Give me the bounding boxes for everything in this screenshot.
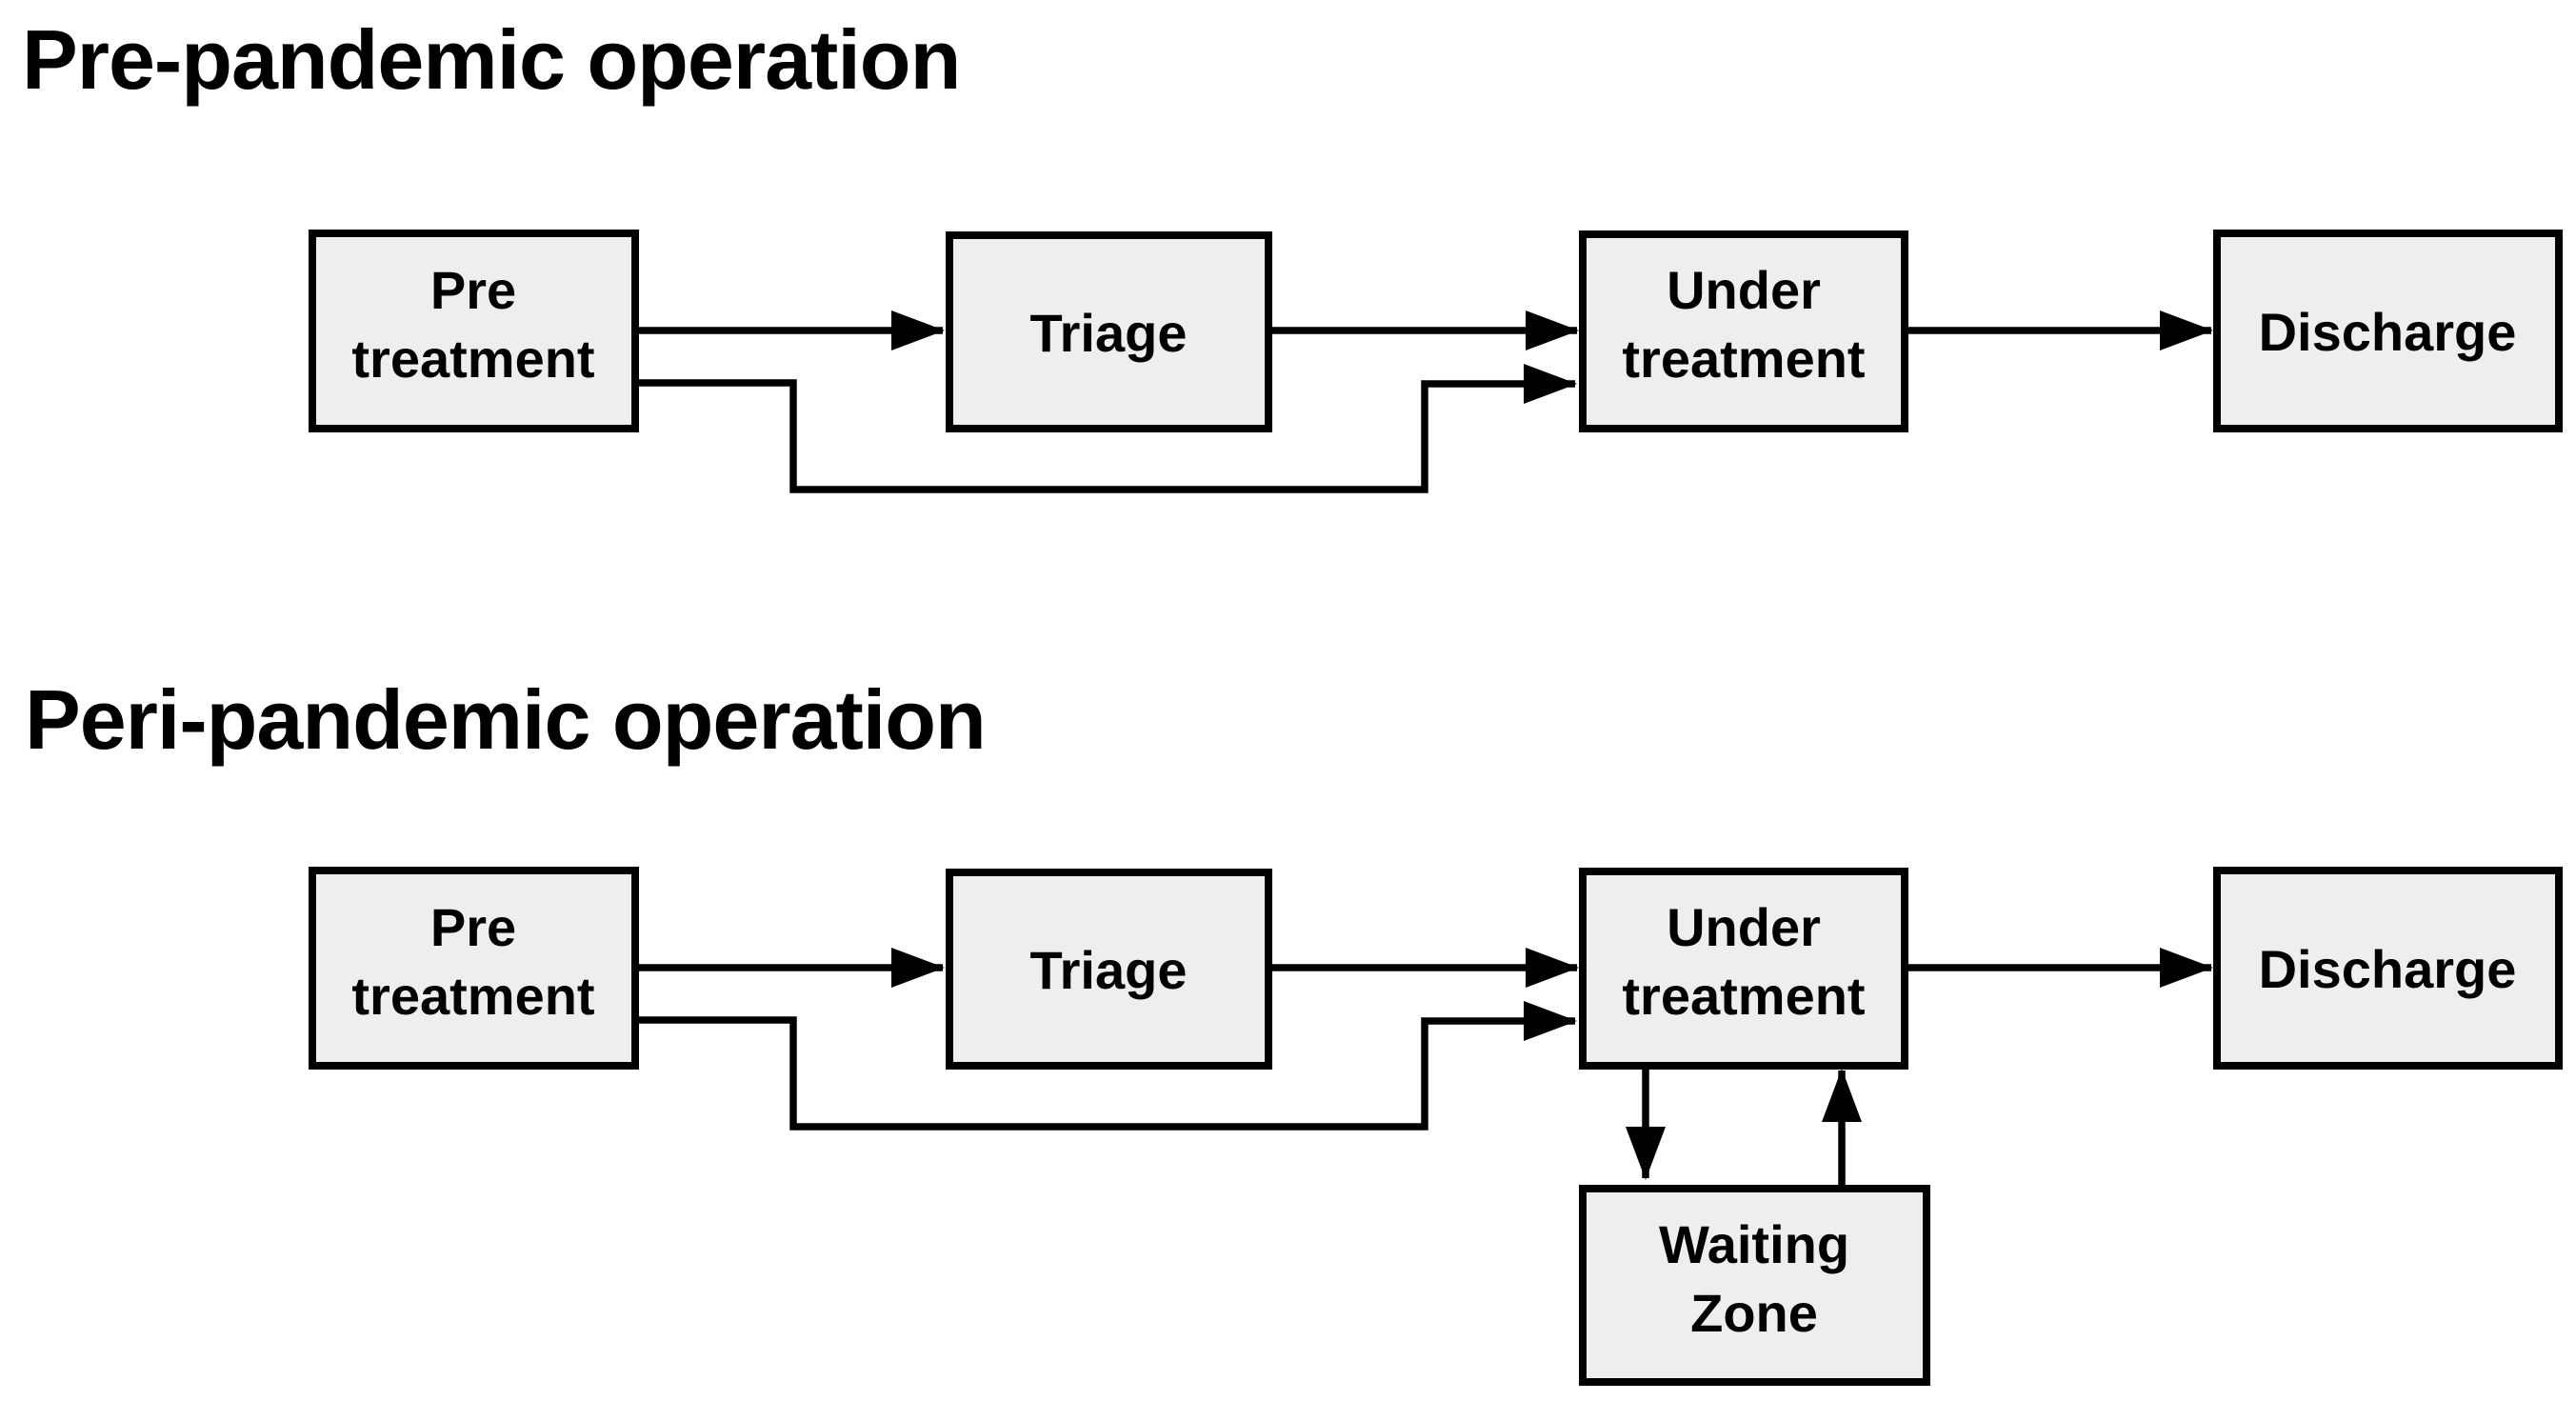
node-under-treatment-s2-label-line2: treatment (1622, 966, 1865, 1026)
node-pre-treatment-s1-label-line1: Pre (430, 260, 516, 320)
node-under-treatment-s2-box (1579, 868, 1908, 1070)
node-under-treatment-s1: Under treatment (1579, 230, 1908, 432)
node-waiting-zone: Waiting Zone (1579, 1185, 1930, 1386)
node-under-treatment-s1-label-line1: Under (1667, 260, 1821, 320)
node-pre-treatment-s2-label-line1: Pre (430, 897, 516, 957)
node-pre-treatment-s1-box (309, 230, 639, 432)
node-discharge-s2-box (2213, 867, 2563, 1070)
node-triage-s1-box (946, 231, 1272, 432)
section-title-peri-pandemic: Peri-pandemic operation (25, 672, 986, 767)
node-discharge-s1: Discharge (2213, 230, 2563, 432)
node-triage-s2-box (946, 869, 1272, 1070)
section-title-pre-pandemic: Pre-pandemic operation (22, 12, 960, 107)
node-discharge-s2-label: Discharge (2259, 939, 2517, 999)
node-pre-treatment-s1: Pre treatment (309, 230, 639, 432)
arrow-pretreatment-bypass-to-undertreatment-s2 (635, 1001, 1577, 1131)
node-triage-s2: Triage (946, 869, 1272, 1070)
node-pre-treatment-s2: Pre treatment (309, 867, 639, 1070)
node-under-treatment-s2: Under treatment (1579, 868, 1908, 1070)
node-under-treatment-s2-label-line1: Under (1667, 897, 1821, 957)
node-under-treatment-s1-label-line2: treatment (1622, 329, 1865, 389)
node-pre-treatment-s2-label-line2: treatment (351, 966, 594, 1026)
node-discharge-s2: Discharge (2213, 867, 2563, 1070)
node-pre-treatment-s1-label-line2: treatment (351, 329, 594, 389)
arrow-pretreatment-bypass-to-undertreatment-s1 (635, 364, 1577, 493)
node-discharge-s1-label: Discharge (2259, 302, 2517, 362)
node-waiting-zone-box (1579, 1185, 1930, 1386)
node-under-treatment-s1-box (1579, 230, 1908, 432)
node-waiting-zone-label-line2: Zone (1690, 1283, 1818, 1343)
node-triage-s1-label: Triage (1030, 303, 1188, 363)
node-waiting-zone-label-line1: Waiting (1659, 1214, 1849, 1274)
node-triage-s1: Triage (946, 231, 1272, 432)
node-triage-s2-label: Triage (1030, 940, 1188, 1000)
node-discharge-s1-box (2213, 230, 2563, 432)
node-pre-treatment-s2-box (309, 867, 639, 1070)
